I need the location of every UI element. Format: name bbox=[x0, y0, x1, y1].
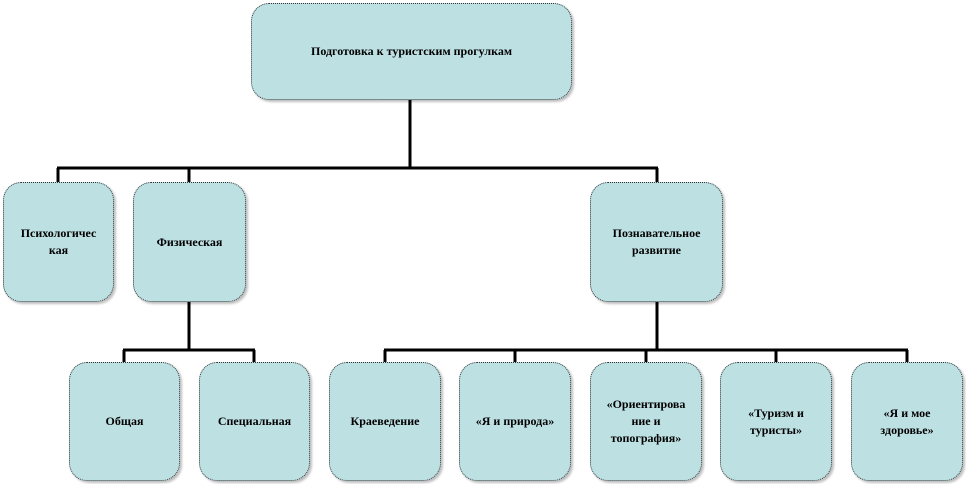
node-me-and-nature: «Я и природа» bbox=[459, 362, 571, 481]
node-cognitive: Познавательное развитие bbox=[590, 182, 723, 302]
node-local-history: Краеведение bbox=[329, 362, 441, 481]
root-node: Подготовка к туристским прогулкам bbox=[251, 3, 572, 100]
node-label: Познавательное развитие bbox=[612, 226, 701, 257]
node-label: Специальная bbox=[217, 414, 292, 428]
node-special: Специальная bbox=[199, 362, 310, 481]
node-label: «Я и природа» bbox=[475, 414, 555, 428]
node-physical: Физическая bbox=[133, 182, 246, 302]
node-tourism: «Туризм и туристы» bbox=[720, 362, 832, 481]
node-psychological: Психологичес кая bbox=[3, 182, 114, 302]
node-label: Общая bbox=[105, 414, 144, 428]
node-label: «Я и мое здоровье» bbox=[880, 405, 934, 437]
node-label: «Туризм и туристы» bbox=[748, 405, 804, 437]
node-label: Физическая bbox=[156, 234, 223, 249]
root-label: Подготовка к туристским прогулкам bbox=[310, 44, 512, 58]
node-label: «Ориентирова ние и топография» bbox=[606, 397, 686, 445]
node-general: Общая bbox=[69, 362, 180, 481]
node-label: Краеведение bbox=[350, 414, 420, 428]
node-label: Психологичес кая bbox=[20, 226, 97, 257]
node-orienteering: «Ориентирова ние и топография» bbox=[590, 362, 702, 481]
node-health: «Я и мое здоровье» bbox=[851, 362, 963, 481]
